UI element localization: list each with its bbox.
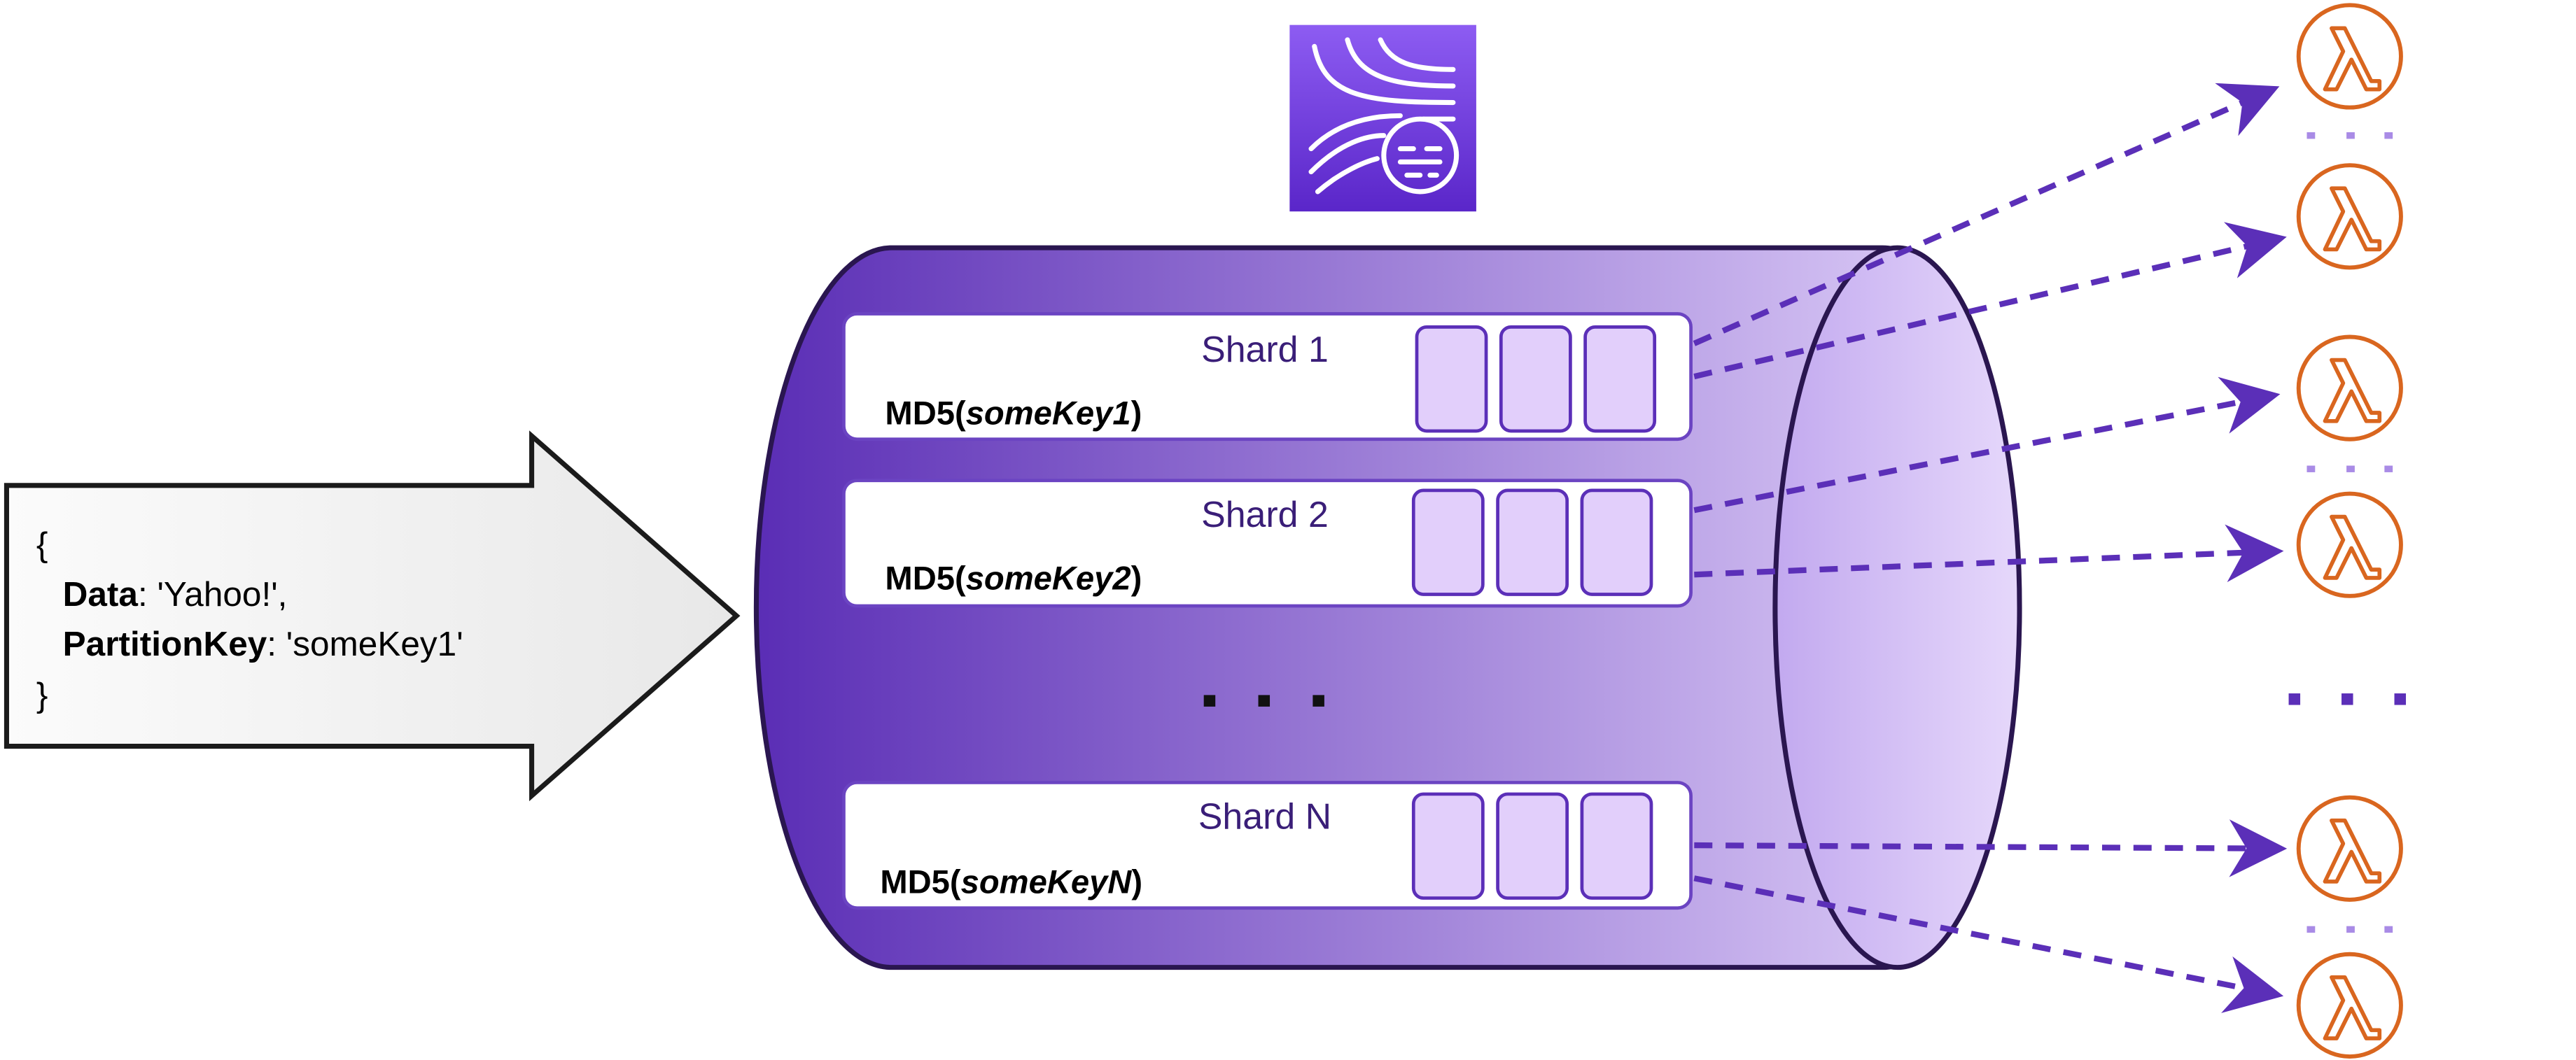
shard-1-record-slot <box>1415 325 1488 433</box>
dashed-arrow <box>1693 83 2280 346</box>
record-close-brace: } <box>36 676 48 714</box>
consumer-ellipsis <box>2288 693 2407 705</box>
shard-2-record-slot <box>1496 488 1569 596</box>
lambda-icon <box>2299 798 2401 900</box>
shard-n-record-slot <box>1411 792 1485 900</box>
dashed-arrow <box>1693 875 2284 1013</box>
lambda-consumers <box>2299 5 2401 1057</box>
shard-1-title: Shard 1 <box>1201 329 1329 369</box>
shard-n-title: Shard N <box>1198 796 1331 836</box>
shard-n-hash: MD5(someKeyN) <box>880 863 1142 900</box>
dashed-arrow <box>1694 524 2284 583</box>
shard-1-record-slot <box>1583 325 1657 433</box>
shard-to-consumer-arrows <box>1693 83 2288 1013</box>
shard-1-record-slot <box>1499 325 1572 433</box>
shard-2-title: Shard 2 <box>1201 494 1329 535</box>
shard-2: Shard 2 MD5(someKey2) <box>842 479 1693 608</box>
dashed-arrow <box>1693 222 2287 380</box>
incoming-record-arrow: { Data: 'Yahoo!', PartitionKey: 'someKey… <box>4 430 741 802</box>
lambda-icon <box>2299 5 2401 107</box>
lambda-icon <box>2299 954 2401 1057</box>
dashed-arrow <box>1694 819 2288 877</box>
shard-n: Shard N MD5(someKeyN) <box>842 781 1693 910</box>
shard-2-record-slot <box>1580 488 1653 596</box>
kinesis-data-streams-icon <box>1289 24 1476 212</box>
lambda-icon <box>2299 165 2401 267</box>
record-data-line: Data: 'Yahoo!', <box>63 575 288 614</box>
lambda-icon <box>2299 337 2401 439</box>
lambda-icon <box>2299 494 2401 596</box>
shard-1-hash: MD5(someKey1) <box>885 395 1142 432</box>
shard-2-hash: MD5(someKey2) <box>885 559 1142 596</box>
consumer-separators <box>2306 132 2393 933</box>
shard-n-record-slot <box>1580 792 1653 900</box>
shard-1: Shard 1 MD5(someKey1) <box>842 312 1693 441</box>
shard-n-record-slot <box>1496 792 1569 900</box>
shard-ellipsis <box>1203 695 1324 707</box>
record-open-brace: { <box>36 525 48 564</box>
shard-2-record-slot <box>1411 488 1485 596</box>
dashed-arrow <box>1693 376 2281 514</box>
record-partition-key-line: PartitionKey: 'someKey1' <box>63 625 463 663</box>
